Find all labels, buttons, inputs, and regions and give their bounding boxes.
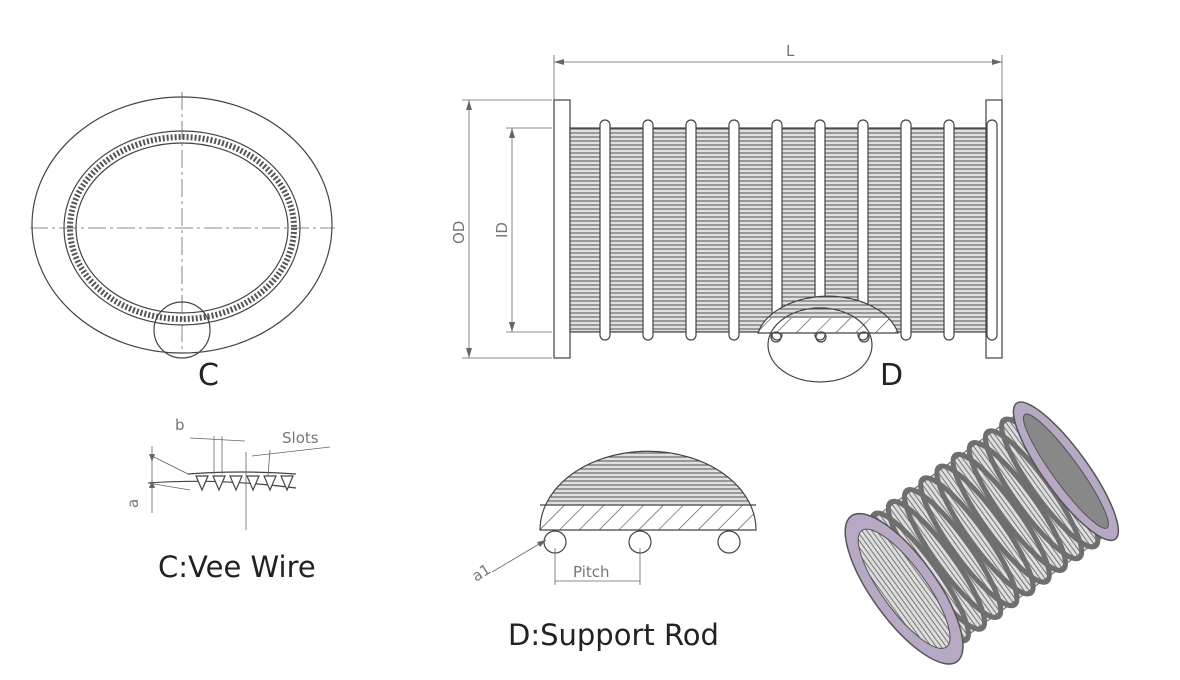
vee-wire-profile — [263, 475, 277, 492]
slots-label: Slots — [282, 429, 319, 447]
vee-wire-profile — [280, 475, 294, 492]
slot-width-label: b — [175, 416, 185, 434]
pitch-label: Pitch — [573, 563, 610, 581]
inner-diameter-label: ID — [493, 222, 511, 238]
support-ring — [728, 119, 740, 341]
support-rod-detail: Pitch a1 D:Support Rod — [469, 450, 757, 652]
support-ring — [857, 119, 869, 341]
cross-section-view: C — [30, 92, 335, 393]
rod-dimension-label: a1 — [469, 560, 494, 585]
side-elevation-view: L OD ID D — [450, 42, 1003, 393]
support-coil — [950, 451, 1052, 585]
support-ring — [599, 119, 611, 341]
support-coil — [934, 463, 1036, 597]
support-ring — [642, 119, 654, 341]
vee-wire-profile — [212, 475, 226, 492]
vee-wire-profile — [229, 475, 243, 492]
support-coil — [902, 487, 1004, 620]
support-ring — [771, 119, 783, 341]
detail-d-marker: D — [880, 358, 903, 393]
support-coil — [918, 475, 1020, 609]
screen-3d-render — [844, 401, 1120, 665]
detail-c-marker: C — [198, 358, 219, 393]
support-ring — [900, 119, 912, 341]
length-label: L — [786, 42, 795, 60]
support-ring — [986, 119, 998, 341]
support-coil — [966, 440, 1068, 573]
support-ring — [685, 119, 697, 341]
vee-wire-profile — [195, 475, 209, 492]
outer-diameter-label: OD — [450, 221, 468, 244]
wire-height-label: a — [124, 499, 142, 508]
vee-wire-caption: C:Vee Wire — [158, 550, 316, 584]
vee-wire-detail: a b Slots C:Vee Wire — [124, 416, 331, 584]
support-ring — [814, 119, 826, 341]
vee-wire-profile — [246, 475, 260, 492]
support-rod-caption: D:Support Rod — [508, 618, 719, 652]
support-ring — [943, 119, 955, 341]
